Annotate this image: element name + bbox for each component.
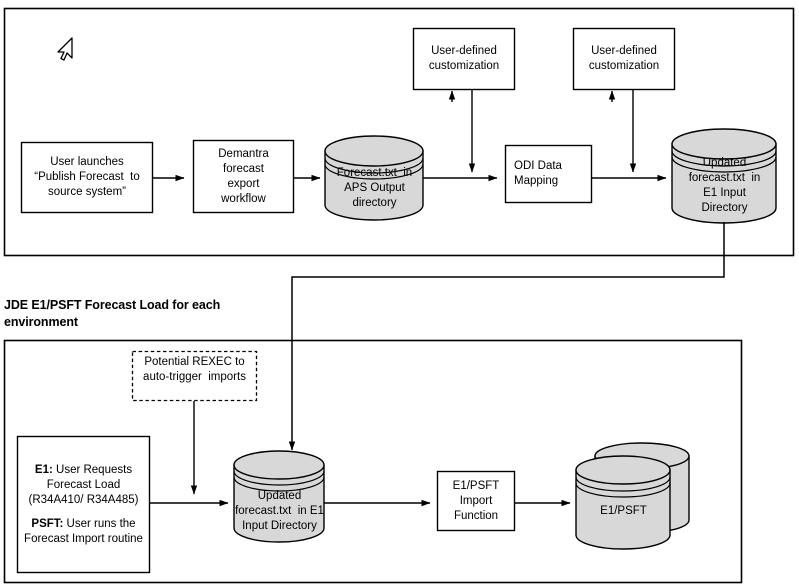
node-import-function[interactable] <box>436 470 516 532</box>
mouse-pointer-cursor <box>57 37 73 61</box>
node-updated-e1-top-cylinder[interactable] <box>671 128 777 224</box>
demantra-publish-flow-frame <box>3 7 795 257</box>
section-title-jde-forecast-load: JDE E1/PSFT Forecast Load for each envir… <box>4 297 334 331</box>
node-rexec-dashed[interactable] <box>131 350 258 402</box>
section-title-line-2: environment <box>4 315 78 329</box>
node-demantra-export[interactable] <box>192 139 295 214</box>
jde-forecast-load-frame <box>3 339 743 584</box>
node-user-launches[interactable] <box>20 141 154 214</box>
node-forecast-aps-cylinder[interactable] <box>324 135 424 221</box>
node-user-custom-2[interactable] <box>572 27 676 91</box>
section-title-line-1: JDE E1/PSFT Forecast Load for each <box>4 298 221 312</box>
node-odi-mapping[interactable] <box>504 144 593 204</box>
node-e1-psft-database[interactable] <box>575 442 690 550</box>
edge-updated-e1-top-to-bottom-section <box>288 222 725 451</box>
node-updated-e1-bottom-cylinder[interactable] <box>233 450 325 543</box>
node-user-requests[interactable] <box>16 435 151 574</box>
node-user-custom-1[interactable] <box>412 27 516 91</box>
